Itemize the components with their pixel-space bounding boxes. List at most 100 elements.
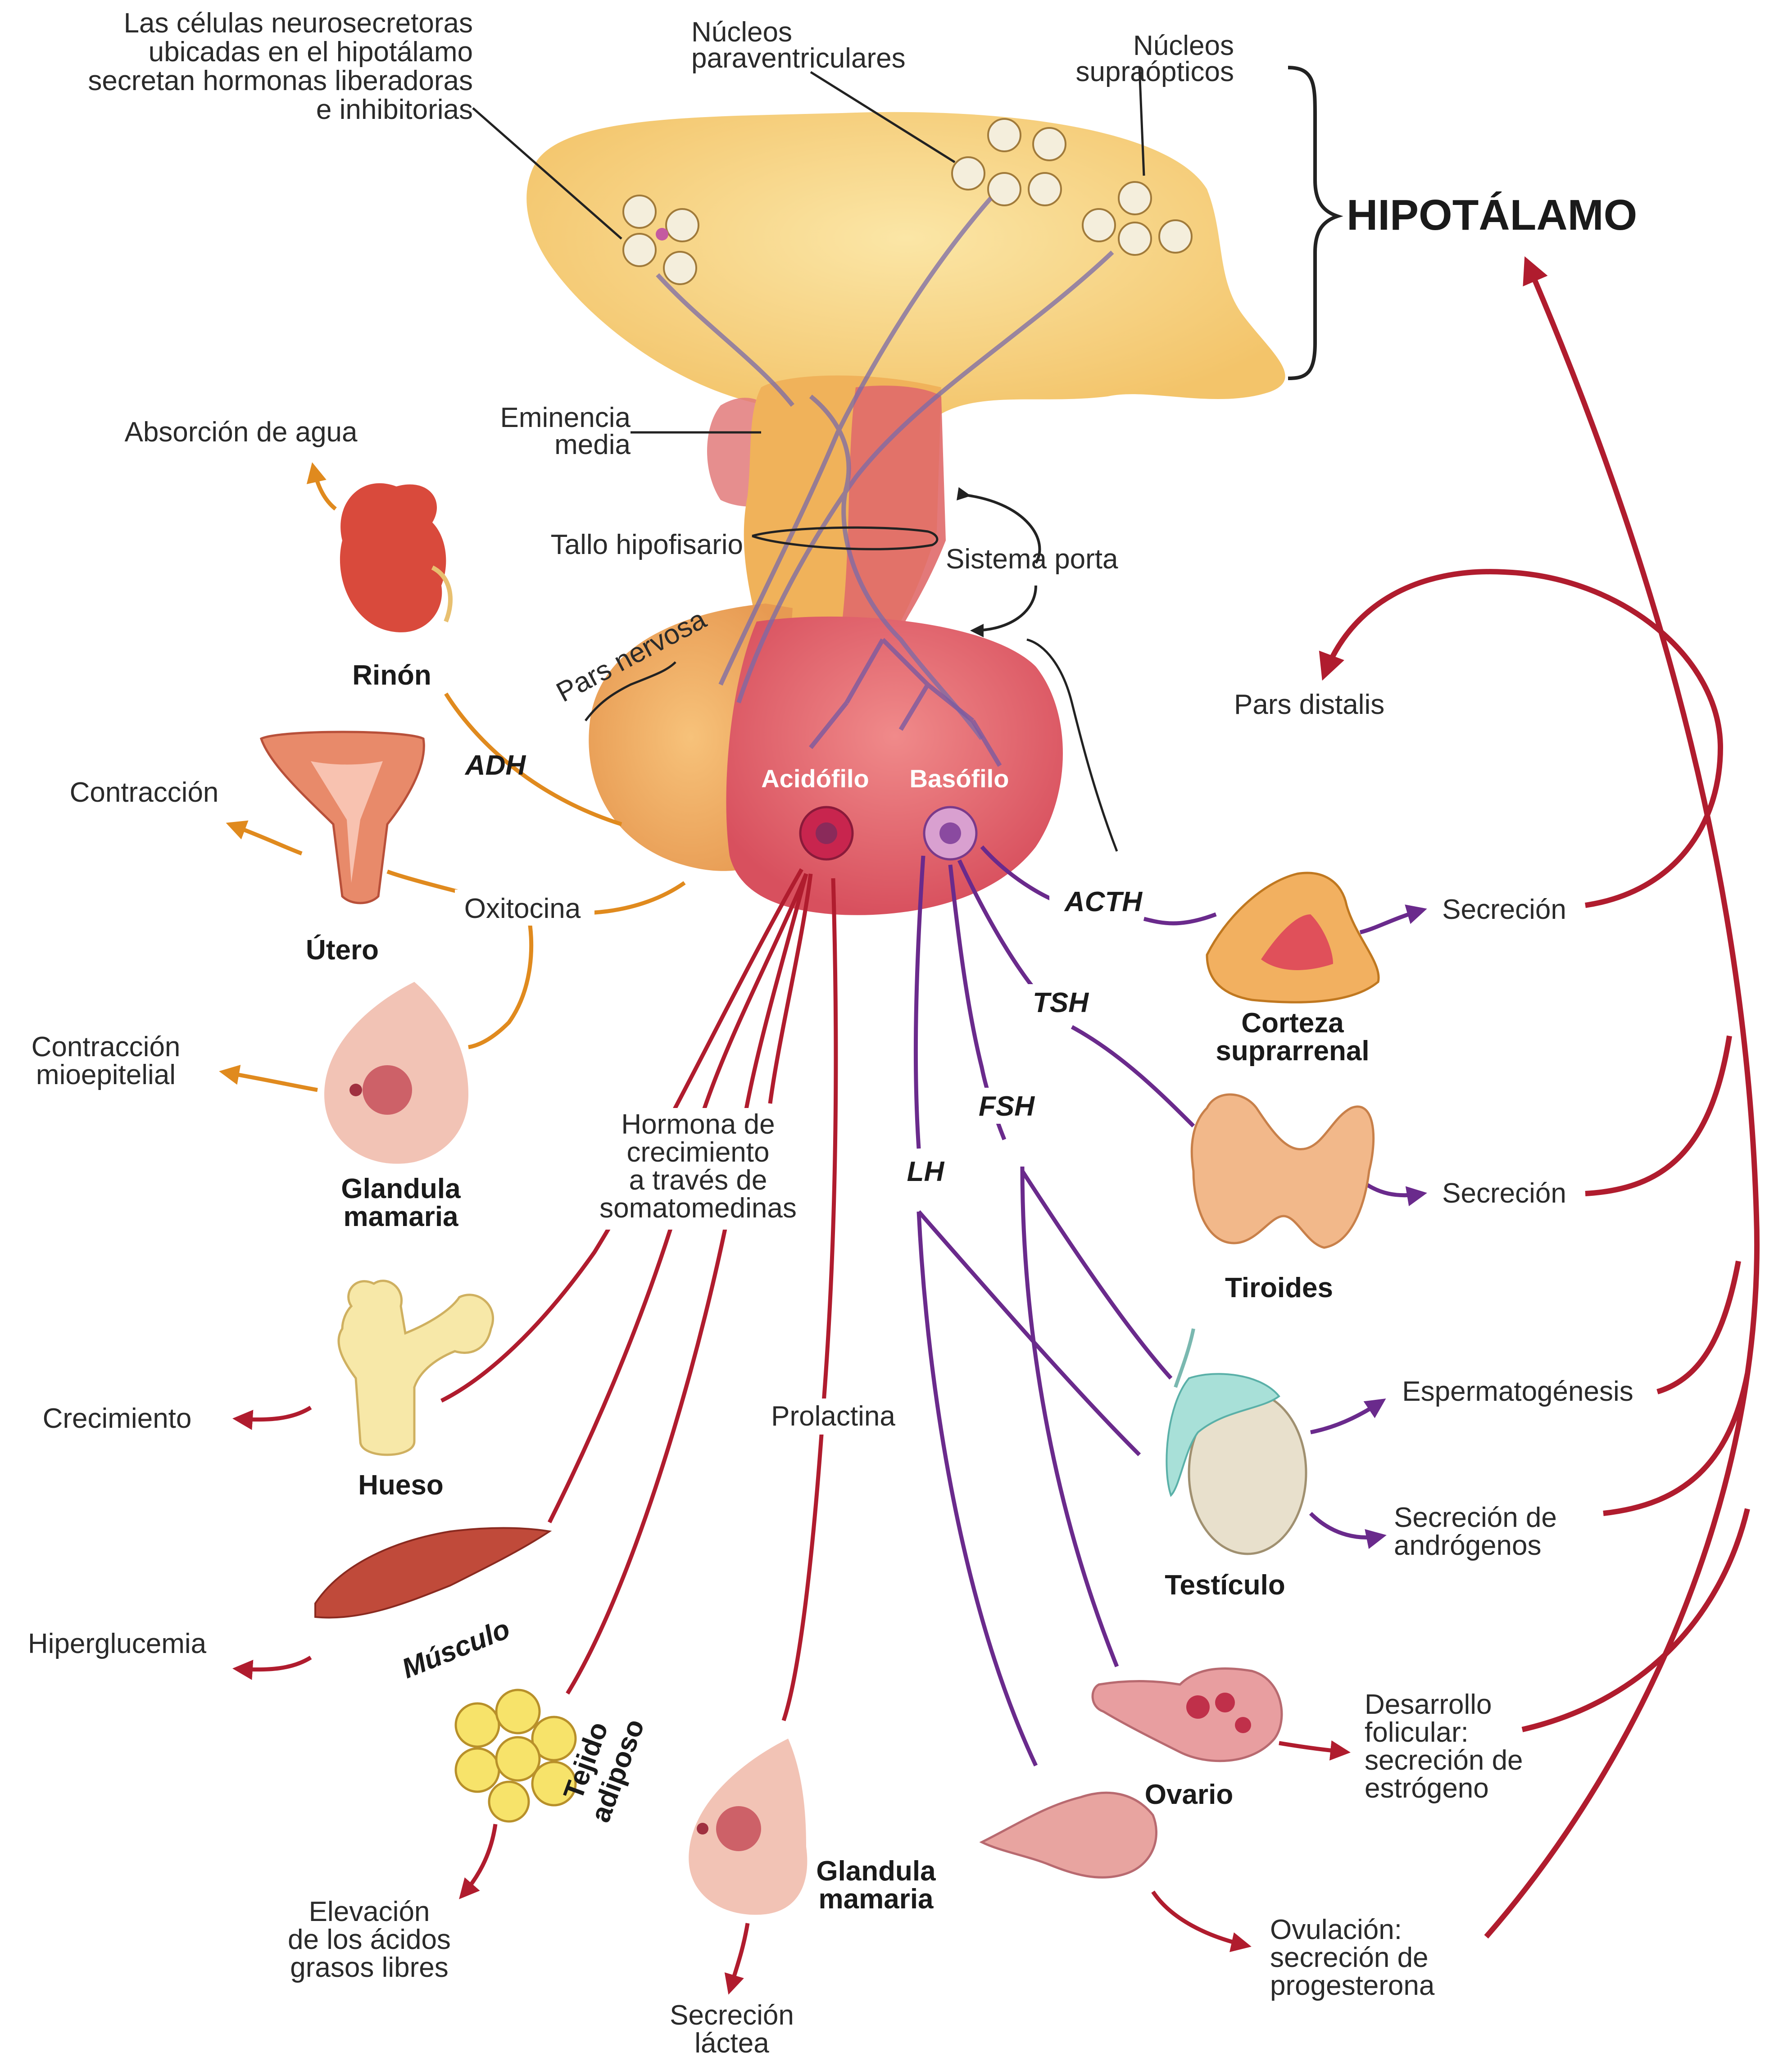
adrenal-secretion-label: Secreción bbox=[1442, 894, 1566, 925]
oxytocin-label: Oxitocina bbox=[464, 893, 581, 924]
svg-text:media: media bbox=[554, 429, 631, 460]
acth-label: ACTH bbox=[1064, 886, 1143, 917]
svg-text:Núcleos: Núcleos bbox=[691, 17, 792, 48]
svg-text:Corteza: Corteza bbox=[1241, 1008, 1344, 1039]
svg-text:suprarrenal: suprarrenal bbox=[1216, 1035, 1369, 1067]
svg-text:secreción de: secreción de bbox=[1270, 1942, 1429, 1973]
svg-text:Desarrollo: Desarrollo bbox=[1365, 1689, 1492, 1720]
svg-text:paraventriculares: paraventriculares bbox=[691, 43, 906, 74]
ovary-label: Ovario bbox=[1145, 1779, 1233, 1810]
svg-text:estrógeno: estrógeno bbox=[1365, 1773, 1489, 1804]
thyroid-icon bbox=[1190, 1093, 1375, 1249]
breast-bottom-icon bbox=[689, 1739, 808, 1915]
muscle-label: Músculo bbox=[398, 1613, 514, 1685]
svg-text:Ovulación:: Ovulación: bbox=[1270, 1914, 1402, 1945]
kidney-icon bbox=[340, 483, 453, 632]
thyroid-label: Tiroides bbox=[1225, 1272, 1333, 1303]
paraventricular-cells bbox=[951, 118, 1066, 206]
pars-distalis-label: Pars distalis bbox=[1234, 689, 1384, 720]
supraoptic-cells bbox=[1082, 181, 1193, 256]
svg-text:grasos libres: grasos libres bbox=[290, 1952, 448, 1983]
adrenal-icon bbox=[1206, 872, 1380, 1004]
adrenal-label: Corteza suprarrenal bbox=[1216, 1008, 1369, 1067]
follicular-label: Desarrollo folicular: secreción de estró… bbox=[1365, 1689, 1523, 1804]
svg-text:supraópticos: supraópticos bbox=[1075, 56, 1234, 87]
breast-bottom-label: Glandula mamaria bbox=[816, 1856, 936, 1915]
prolactin-label-bg bbox=[757, 1399, 896, 1435]
myoepithelial-label: Contracción mioepitelial bbox=[32, 1031, 181, 1090]
ovulation-label: Ovulación: secreción de progesterona bbox=[1270, 1914, 1435, 2001]
water-absorption-label: Absorción de agua bbox=[124, 417, 358, 448]
acidophil-label: Acidófilo bbox=[761, 764, 869, 793]
portal-system-label: Sistema porta bbox=[946, 544, 1118, 575]
svg-text:ubicadas en el hipotálamo: ubicadas en el hipotálamo bbox=[149, 36, 473, 68]
svg-text:Glandula: Glandula bbox=[816, 1856, 936, 1887]
basophil-hormone-labels: ACTH TSH FSH LH bbox=[896, 883, 1144, 1189]
hypothalamus-title: HIPOTÁLAMO bbox=[1347, 191, 1637, 239]
tsh-label: TSH bbox=[1033, 987, 1089, 1018]
basophil-cell bbox=[923, 806, 978, 861]
svg-text:andrógenos: andrógenos bbox=[1394, 1530, 1542, 1561]
svg-text:secretan hormonas liberadoras: secretan hormonas liberadoras bbox=[88, 65, 473, 96]
stalk-label: Tallo hipofisario bbox=[551, 529, 743, 560]
axon-tracts bbox=[656, 196, 1114, 740]
feedback-arrows bbox=[1319, 256, 1760, 1939]
contraction-label: Contracción bbox=[70, 777, 219, 808]
svg-text:Contracción: Contracción bbox=[32, 1031, 181, 1063]
testis-label: Testículo bbox=[1165, 1570, 1285, 1601]
svg-text:Elevación: Elevación bbox=[309, 1896, 430, 1927]
svg-text:mioepitelial: mioepitelial bbox=[36, 1059, 176, 1090]
ovulation-arrow bbox=[1151, 1890, 1252, 1953]
acidophil-cell bbox=[799, 806, 854, 861]
growth-hormone-label: Hormona de crecimiento a través de somat… bbox=[585, 1108, 811, 1230]
bone-icon bbox=[337, 1280, 495, 1456]
breast-left-label: Glandula mamaria bbox=[341, 1173, 461, 1232]
svg-text:Secreción de: Secreción de bbox=[1394, 1502, 1557, 1533]
breast-left-icon bbox=[324, 982, 468, 1164]
thyroid-secretion-label: Secreción bbox=[1442, 1178, 1566, 1209]
svg-text:crecimiento: crecimiento bbox=[627, 1137, 770, 1168]
svg-text:Secreción: Secreción bbox=[670, 2000, 794, 2031]
neurosecretory-caption: Las células neurosecretoras ubicadas en … bbox=[88, 8, 473, 125]
supraoptic-caption: Núcleos supraópticos bbox=[1075, 30, 1234, 87]
neurosecretory-cells bbox=[622, 195, 699, 285]
hyperglycemia-label: Hiperglucemia bbox=[28, 1628, 207, 1659]
basophil-hormone-paths bbox=[913, 845, 1427, 1766]
androgens-label: Secreción de andrógenos bbox=[1394, 1502, 1557, 1561]
muscle-icon bbox=[314, 1527, 552, 1619]
uterus-label: Útero bbox=[306, 935, 379, 966]
median-eminence-caption: Eminencia media bbox=[500, 402, 631, 460]
svg-text:progesterona: progesterona bbox=[1270, 1970, 1435, 2001]
ovary-icon bbox=[1091, 1667, 1283, 1762]
svg-text:de los ácidos: de los ácidos bbox=[288, 1924, 451, 1955]
capillary-plexus bbox=[809, 638, 1002, 767]
svg-text:Núcleos: Núcleos bbox=[1133, 30, 1234, 61]
oviduct-icon bbox=[979, 1791, 1157, 1879]
adh-label: ADH bbox=[464, 750, 526, 781]
hypothalamus-bracket bbox=[1288, 66, 1343, 380]
svg-text:secreción de: secreción de bbox=[1365, 1745, 1523, 1776]
svg-text:láctea: láctea bbox=[694, 2028, 769, 2057]
svg-text:mamaria: mamaria bbox=[818, 1884, 934, 1915]
bone-label: Hueso bbox=[358, 1470, 443, 1501]
kidney-label: Rinón bbox=[352, 660, 431, 691]
fatty-acids-label: Elevación de los ácidos grasos libres bbox=[288, 1896, 451, 1983]
svg-text:folicular:: folicular: bbox=[1365, 1717, 1469, 1748]
fsh-label: FSH bbox=[979, 1091, 1035, 1122]
basophil-label: Basófilo bbox=[910, 764, 1009, 793]
svg-text:Hormona de: Hormona de bbox=[621, 1109, 775, 1140]
svg-text:Eminencia: Eminencia bbox=[500, 402, 631, 433]
svg-text:somatomedinas: somatomedinas bbox=[599, 1193, 797, 1224]
svg-text:a través de: a través de bbox=[629, 1165, 767, 1196]
prolactin-label: Prolactina bbox=[771, 1401, 895, 1432]
spermatogenesis-label: Espermatogénesis bbox=[1402, 1376, 1633, 1407]
svg-text:Glandula: Glandula bbox=[341, 1173, 461, 1204]
lh-label: LH bbox=[907, 1156, 945, 1187]
portal-system-arrows bbox=[956, 487, 1041, 637]
uterus-icon bbox=[259, 731, 425, 904]
paraventricular-caption: Núcleos paraventriculares bbox=[691, 17, 906, 74]
svg-text:e inhibitorias: e inhibitorias bbox=[316, 94, 473, 125]
leader-lines bbox=[472, 67, 1145, 852]
follicular-arrow bbox=[1279, 1740, 1351, 1761]
